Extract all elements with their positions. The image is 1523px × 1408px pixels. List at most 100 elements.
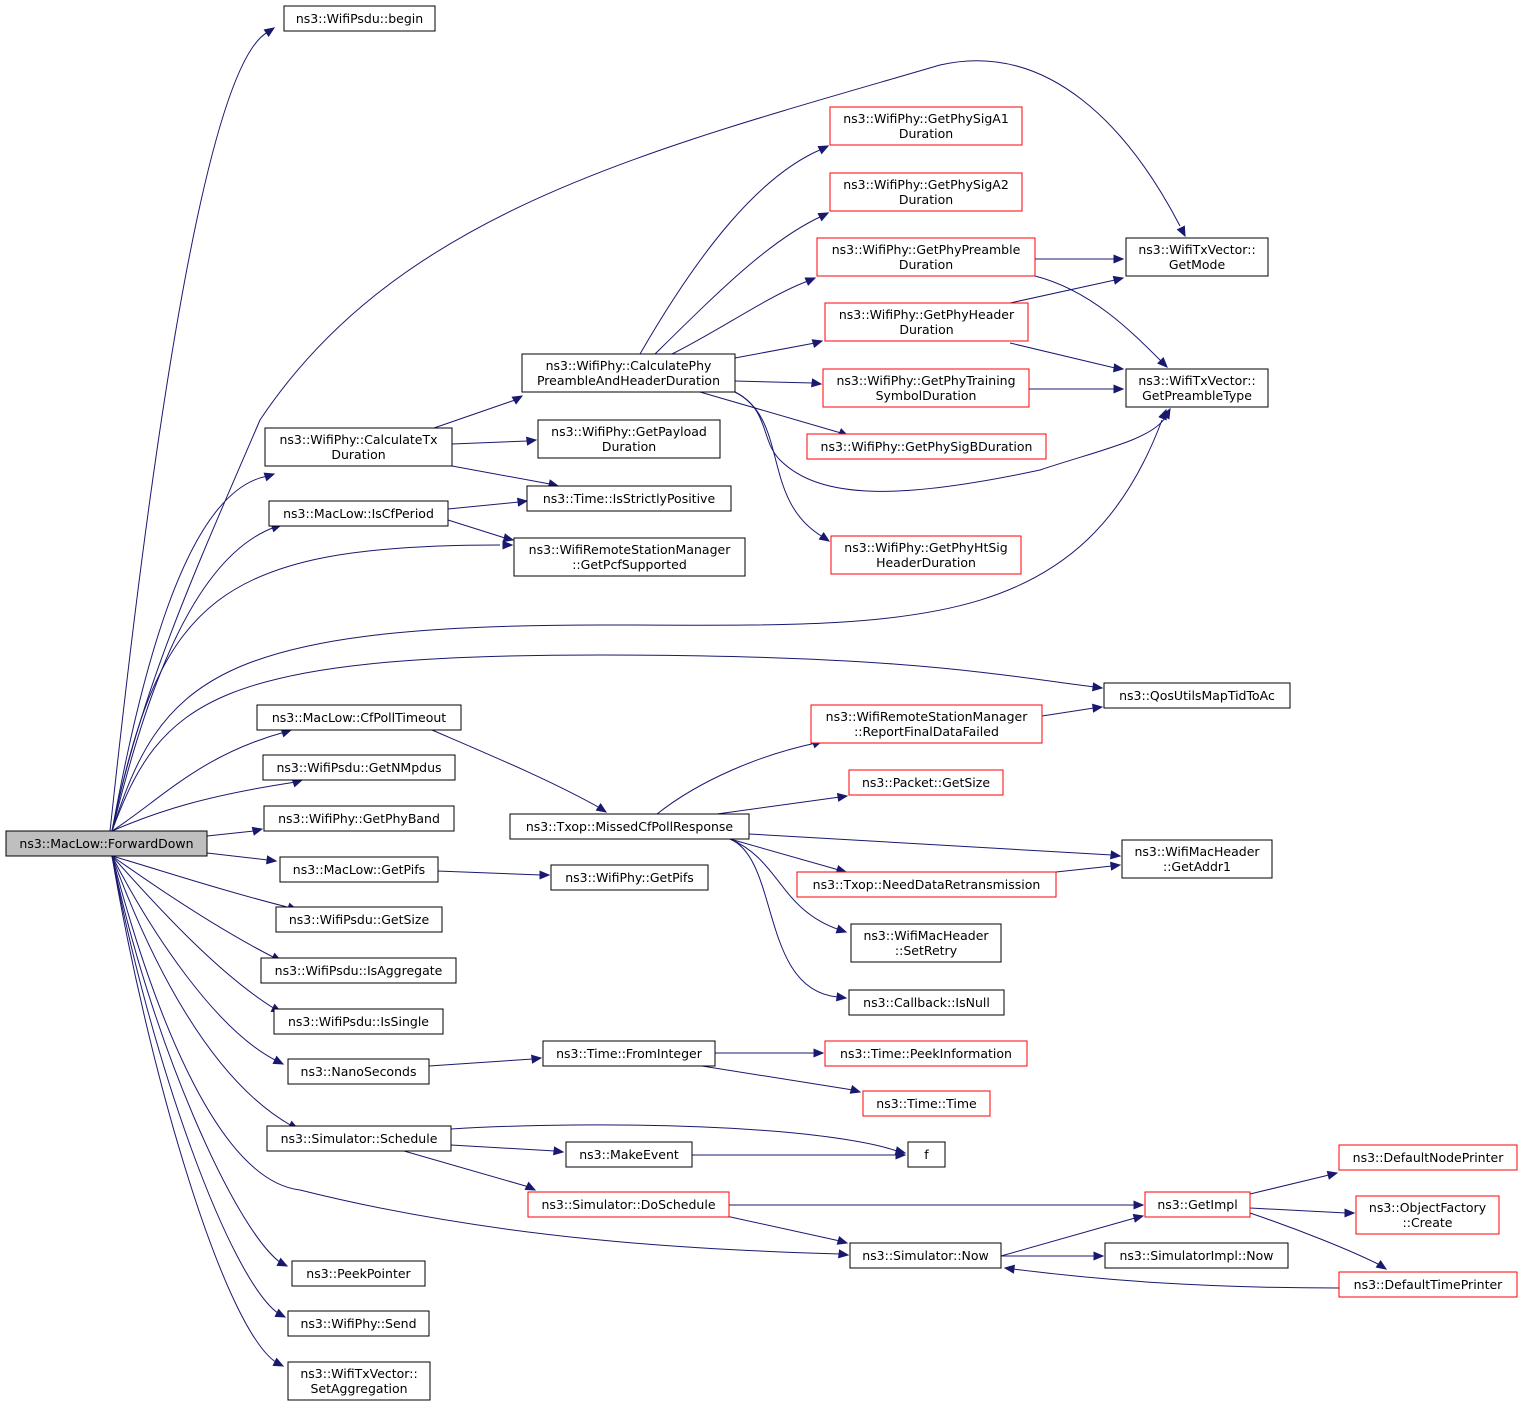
node-setaggregation[interactable]: ns3::WifiTxVector::SetAggregation (287, 1361, 431, 1401)
node-box (1125, 368, 1269, 408)
node-objectfactory[interactable]: ns3::ObjectFactory::Create (1355, 1195, 1500, 1235)
arrowhead (274, 1308, 287, 1318)
edge-line (716, 796, 841, 815)
node-issingle[interactable]: ns3::WifiPsdu::IsSingle (273, 1008, 444, 1035)
node-simimpl-now[interactable]: ns3::SimulatorImpl::Now (1104, 1242, 1289, 1269)
arrowhead (272, 1055, 285, 1065)
node-label: ns3::MacLow::ForwardDown (19, 836, 193, 851)
edge-line (206, 830, 255, 837)
node-label: ns3::MakeEvent (579, 1147, 679, 1162)
arrowhead (813, 1048, 825, 1058)
node-box (862, 1090, 991, 1117)
node-reportfinal[interactable]: ns3::WifiRemoteStationManager::ReportFin… (810, 704, 1043, 744)
arrowhead (502, 540, 514, 550)
arrowhead (1113, 384, 1125, 394)
node-f[interactable]: f (907, 1141, 946, 1168)
edge-line (111, 855, 293, 1127)
node-label: ns3::Time::PeekInformation (840, 1046, 1012, 1061)
node-label: ns3::Txop::MissedCfPollResponse (526, 819, 734, 834)
node-label: ns3::WifiPsdu::GetNMpdus (276, 760, 441, 775)
arrowhead (817, 145, 830, 155)
node-label: ns3::WifiPhy::GetPhyTraining (836, 373, 1015, 388)
node-qosutils[interactable]: ns3::QosUtilsMapTidToAc (1103, 682, 1291, 709)
node-sim-now[interactable]: ns3::Simulator::Now (849, 1242, 1002, 1269)
edge-line (748, 833, 1113, 856)
node-label: ns3::WifiRemoteStationManager (529, 542, 732, 557)
edge-line (109, 31, 269, 832)
node-time-time[interactable]: ns3::Time::Time (862, 1090, 991, 1117)
node-isstrictlypositive[interactable]: ns3::Time::IsStrictlyPositive (526, 485, 732, 512)
node-cfpolltimeout[interactable]: ns3::MacLow::CfPollTimeout (256, 704, 462, 731)
node-label: ns3::DefaultNodePrinter (1353, 1150, 1505, 1165)
node-setretry[interactable]: ns3::WifiMacHeader::SetRetry (850, 923, 1002, 963)
node-calcphypreamble[interactable]: ns3::WifiPhy::CalculatePhyPreambleAndHea… (521, 353, 736, 393)
node-packet-getsize[interactable]: ns3::Packet::GetSize (848, 769, 1004, 796)
edge-line (1055, 865, 1113, 873)
edge-line (450, 1144, 556, 1152)
arrowhead (263, 27, 276, 38)
node-schedule[interactable]: ns3::Simulator::Schedule (266, 1125, 452, 1152)
node-needretrans[interactable]: ns3::Txop::NeedDataRetransmission (796, 871, 1057, 898)
arrowhead (531, 1054, 543, 1064)
call-edge (1000, 1213, 1145, 1257)
node-getaddr1[interactable]: ns3::WifiMacHeader::GetAddr1 (1121, 839, 1273, 879)
edge-line (111, 475, 269, 832)
node-getmode[interactable]: ns3::WifiTxVector::GetMode (1125, 237, 1269, 277)
node-peekinfo[interactable]: ns3::Time::PeekInformation (824, 1040, 1028, 1067)
node-forwarddown[interactable]: ns3::MacLow::ForwardDown (5, 830, 208, 857)
node-box (848, 769, 1004, 796)
node-maclow-getpifs[interactable]: ns3::MacLow::GetPifs (279, 856, 439, 883)
node-makeevent[interactable]: ns3::MakeEvent (565, 1141, 693, 1168)
call-edge (692, 1150, 907, 1160)
call-edge (111, 654, 1104, 832)
node-trainingdur[interactable]: ns3::WifiPhy::GetPhyTrainingSymbolDurati… (822, 368, 1030, 408)
node-label: ns3::WifiPhy::GetPhyHtSig (844, 540, 1007, 555)
node-getpreambletype[interactable]: ns3::WifiTxVector::GetPreambleType (1125, 368, 1269, 408)
call-edge (433, 395, 524, 429)
arrowhead (836, 1236, 849, 1245)
call-edge (1249, 1212, 1388, 1270)
node-box (550, 864, 709, 891)
node-iscfperiod[interactable]: ns3::MacLow::IsCfPeriod (268, 500, 449, 527)
node-getpcfsupported[interactable]: ns3::WifiRemoteStationManager::GetPcfSup… (513, 537, 746, 577)
edge-line (111, 855, 282, 1264)
arrowhead (1132, 1213, 1145, 1223)
node-getphyband[interactable]: ns3::WifiPhy::GetPhyBand (263, 805, 455, 832)
node-isnull[interactable]: ns3::Callback::IsNull (848, 989, 1005, 1016)
node-label: ns3::WifiPhy::GetPhySigA1 (843, 111, 1009, 126)
node-box (260, 957, 457, 984)
call-edge (729, 838, 848, 874)
node-psdu-getsize[interactable]: ns3::WifiPsdu::GetSize (275, 906, 443, 933)
node-peekpointer[interactable]: ns3::PeekPointer (291, 1260, 426, 1287)
node-label: ns3::MacLow::CfPollTimeout (272, 710, 446, 725)
edge-line (111, 544, 501, 832)
node-nanoseconds[interactable]: ns3::NanoSeconds (287, 1058, 430, 1085)
node-defaulttimeprinter[interactable]: ns3::DefaultTimePrinter (1338, 1271, 1518, 1298)
node-missedcfpoll[interactable]: ns3::Txop::MissedCfPollResponse (509, 813, 750, 840)
node-getnmpdus[interactable]: ns3::WifiPsdu::GetNMpdus (262, 754, 456, 781)
node-wifiphy-getpifs[interactable]: ns3::WifiPhy::GetPifs (550, 864, 709, 891)
node-defaultnodeprinter[interactable]: ns3::DefaultNodePrinter (1338, 1144, 1518, 1171)
node-label: ns3::WifiPhy::GetPhySigBDuration (821, 439, 1033, 454)
node-label: Duration (899, 192, 953, 207)
call-edge (1055, 861, 1122, 873)
call-edge (109, 27, 276, 832)
node-frominteger[interactable]: ns3::Time::FromInteger (542, 1040, 716, 1067)
node-sigBdur[interactable]: ns3::WifiPhy::GetPhySigBDuration (806, 433, 1047, 460)
arrowhead (276, 1257, 289, 1267)
node-getimpl[interactable]: ns3::GetImpl (1144, 1191, 1251, 1218)
node-send[interactable]: ns3::WifiPhy::Send (287, 1310, 430, 1337)
arrowhead (553, 1146, 565, 1156)
node-psdu-begin[interactable]: ns3::WifiPsdu::begin (283, 5, 436, 32)
node-doschedule[interactable]: ns3::Simulator::DoSchedule (527, 1191, 730, 1218)
edge-line (451, 465, 551, 485)
node-isaggregate[interactable]: ns3::WifiPsdu::IsAggregate (260, 957, 457, 984)
